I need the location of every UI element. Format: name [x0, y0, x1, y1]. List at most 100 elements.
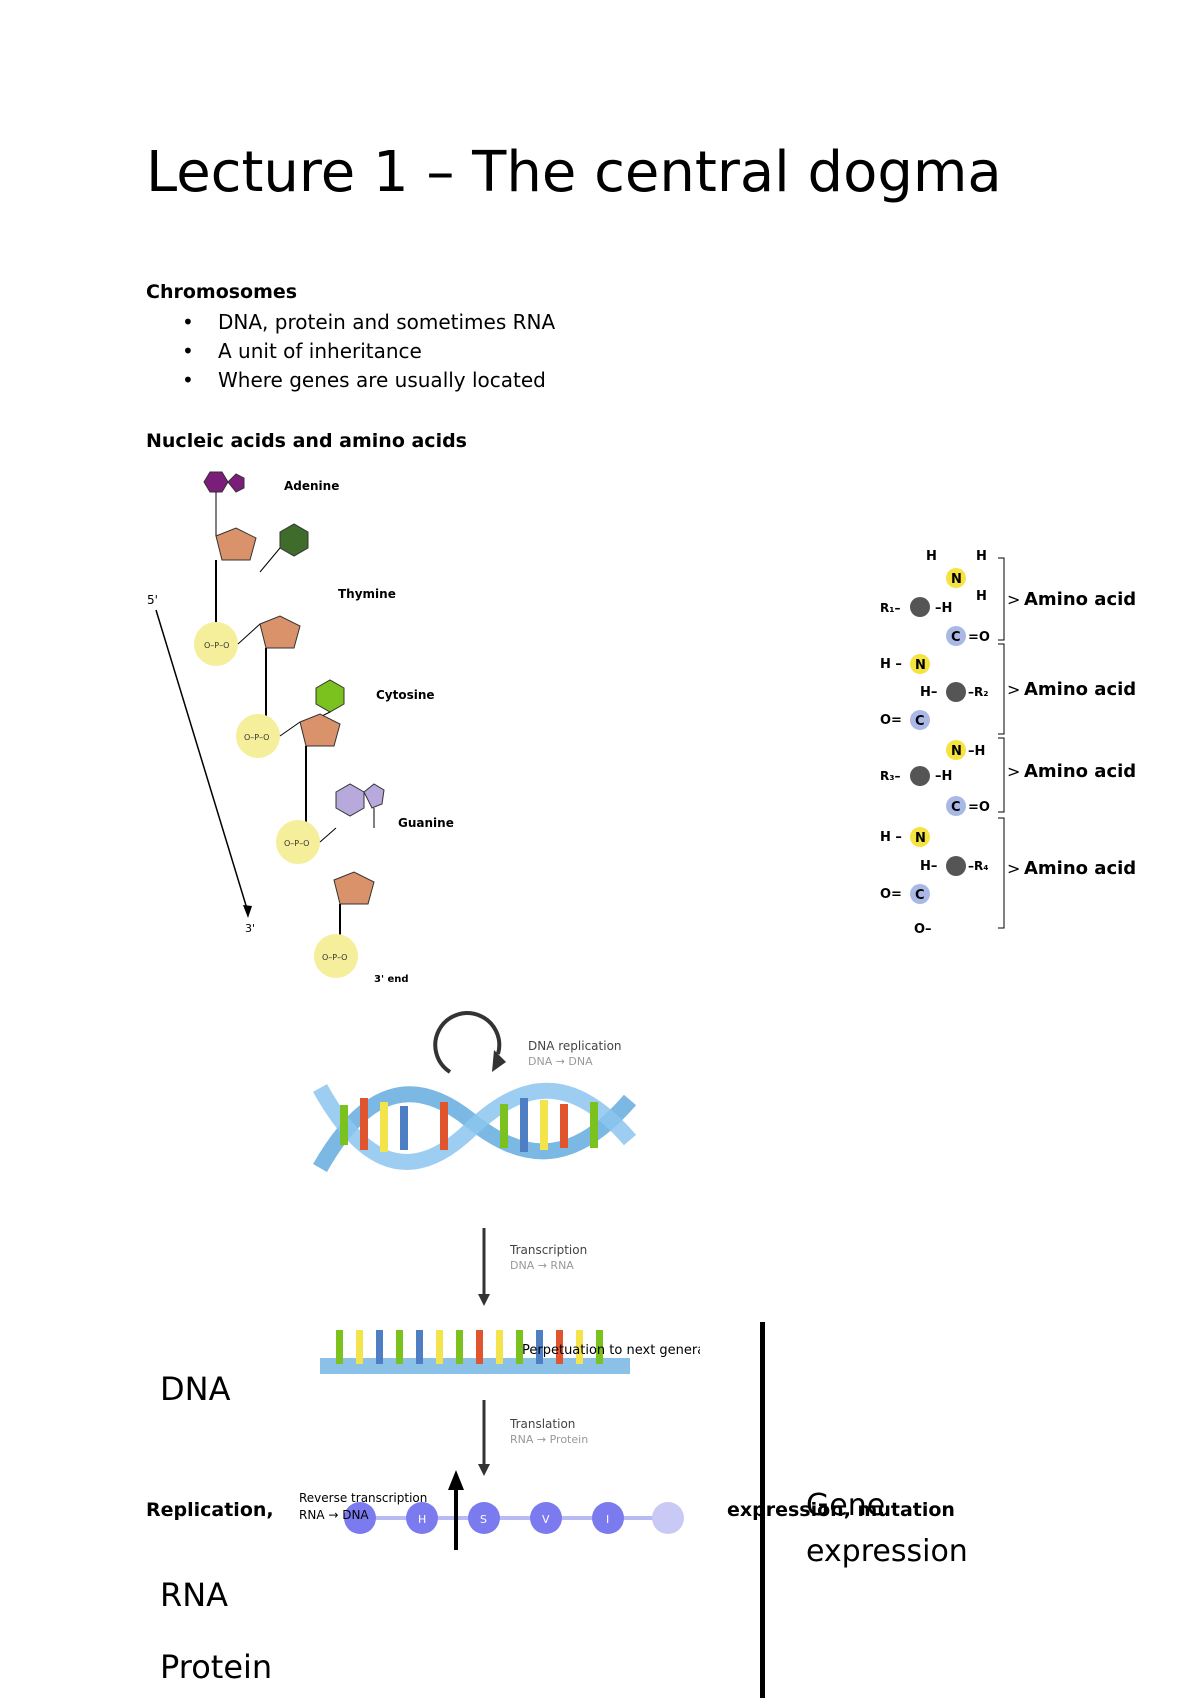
arrow-head — [243, 905, 252, 918]
gene-label: Gene — [806, 1488, 886, 1523]
svg-text:N: N — [915, 831, 926, 846]
list-item: A unit of inheritance — [146, 337, 555, 366]
sugar — [299, 713, 341, 747]
svg-text:O–P–O: O–P–O — [204, 641, 229, 650]
svg-text:H: H — [926, 549, 937, 564]
amino-acid-label: Amino acid — [1024, 761, 1136, 782]
svg-text:R₃–: R₃– — [880, 769, 901, 783]
dna-double-helix — [313, 1082, 637, 1172]
svg-text:C: C — [951, 800, 961, 815]
svg-text:=O: =O — [968, 800, 990, 815]
svg-text:R₁–: R₁– — [880, 601, 901, 615]
protein-chain: H S V I — [344, 1502, 684, 1534]
list-item: Where genes are usually located — [146, 366, 555, 395]
carbonyl-carbon — [946, 626, 966, 646]
replication-loop-arrow — [433, 1011, 502, 1074]
rna-strand — [320, 1330, 630, 1374]
svg-text:H –: H – — [880, 657, 902, 672]
svg-text:O–P–O: O–P–O — [244, 733, 269, 742]
phosphate — [276, 820, 320, 864]
base-label-cytosine: Cytosine — [376, 688, 435, 702]
svg-text:C: C — [915, 714, 925, 729]
adenine-ring-2 — [227, 473, 245, 493]
svg-text:H–: H– — [920, 859, 937, 874]
replication-sub: DNA → DNA — [528, 1055, 593, 1068]
section-heading-chromosomes: Chromosomes — [146, 281, 298, 303]
svg-text:C: C — [951, 630, 961, 645]
svg-text:H: H — [418, 1513, 426, 1526]
page-title: Lecture 1 – The central dogma — [146, 140, 1002, 205]
svg-text:O=: O= — [880, 887, 902, 902]
transcription-label: Transcription — [509, 1243, 587, 1257]
svg-text:–R₂: –R₂ — [968, 685, 989, 699]
chromosomes-list: DNA, protein and sometimes RNA A unit of… — [146, 308, 555, 395]
amino-acid-label: Amino acid — [1024, 589, 1136, 610]
guanine-ring-2 — [363, 783, 385, 809]
svg-text:C: C — [915, 888, 925, 903]
amino-acid-label: Amino acid — [1024, 679, 1136, 700]
svg-text:>: > — [1007, 859, 1020, 878]
replication-left-label: Replication, — [146, 1499, 274, 1521]
svg-text:O=: O= — [880, 713, 902, 728]
three-end-label: 3' end — [374, 974, 409, 985]
svg-text:=O: =O — [968, 630, 990, 645]
section-heading-nucleic: Nucleic acids and amino acids — [146, 430, 467, 452]
svg-text:H–: H– — [920, 685, 937, 700]
direction-arrow — [155, 609, 249, 913]
replication-label: DNA replication — [528, 1039, 622, 1053]
vertical-divider — [760, 1322, 765, 1698]
amino-acid-chain-figure: H H N H R₁– –H C =O Amino acid > H – N H… — [880, 549, 1136, 937]
expression-mutation-label: expression, mutation — [727, 1499, 955, 1521]
protein-label: Protein — [160, 1648, 273, 1686]
phosphate — [314, 934, 358, 978]
translation-label: Translation — [509, 1417, 575, 1431]
sugar — [215, 527, 257, 561]
svg-text:>: > — [1007, 590, 1020, 609]
phosphate — [236, 714, 280, 758]
svg-text:O–P–O: O–P–O — [284, 839, 309, 848]
svg-text:O–P–O: O–P–O — [322, 953, 347, 962]
nucleotide-strand-figure: 5' 3' Adenine O–P–O Thymine O–P–O Cytosi… — [147, 471, 454, 985]
sugar — [259, 615, 301, 649]
reverse-transcription-sub: RNA → DNA — [299, 1508, 369, 1522]
perpetuation-label: Perpetuation to next generation — [522, 1343, 700, 1358]
guanine-ring — [335, 783, 365, 817]
list-item: DNA, protein and sometimes RNA — [146, 308, 555, 337]
thymine-ring — [279, 523, 309, 557]
svg-text:S: S — [480, 1513, 487, 1526]
five-prime-label: 5' — [147, 593, 158, 607]
svg-text:I: I — [606, 1513, 609, 1526]
svg-text:–H: –H — [968, 744, 985, 759]
svg-text:–R₄: –R₄ — [968, 859, 989, 873]
translation-sub: RNA → Protein — [510, 1433, 588, 1446]
central-dogma-figure: DNA replication DNA → DNA Transcription … — [313, 1011, 700, 1550]
base-label-adenine: Adenine — [284, 479, 339, 493]
svg-text:–H: –H — [935, 601, 952, 616]
nitrogen-atom — [946, 568, 966, 588]
svg-text:N: N — [915, 658, 926, 673]
amino-acid-label: Amino acid — [1024, 858, 1136, 879]
svg-text:H –: H – — [880, 830, 902, 845]
transcription-sub: DNA → RNA — [510, 1259, 574, 1272]
svg-text:N: N — [951, 744, 962, 759]
alpha-carbon — [910, 597, 930, 617]
svg-text:H: H — [976, 549, 987, 564]
three-prime-label: 3' — [245, 922, 255, 935]
rna-label: RNA — [160, 1576, 229, 1614]
dna-label: DNA — [160, 1370, 231, 1408]
base-label-guanine: Guanine — [398, 816, 454, 830]
svg-text:V: V — [542, 1513, 550, 1526]
svg-text:N: N — [951, 572, 962, 587]
sugar — [333, 871, 375, 905]
svg-text:>: > — [1007, 762, 1020, 781]
svg-text:–H: –H — [935, 769, 952, 784]
cytosine-ring — [315, 679, 345, 713]
phosphate — [194, 622, 238, 666]
reverse-transcription-label: Reverse transcription — [299, 1491, 428, 1505]
adenine-ring — [203, 471, 229, 493]
svg-text:H: H — [976, 589, 987, 604]
svg-text:O–: O– — [914, 922, 932, 937]
expression-label: expression — [806, 1534, 968, 1569]
base-label-thymine: Thymine — [338, 587, 396, 601]
svg-text:>: > — [1007, 680, 1020, 699]
